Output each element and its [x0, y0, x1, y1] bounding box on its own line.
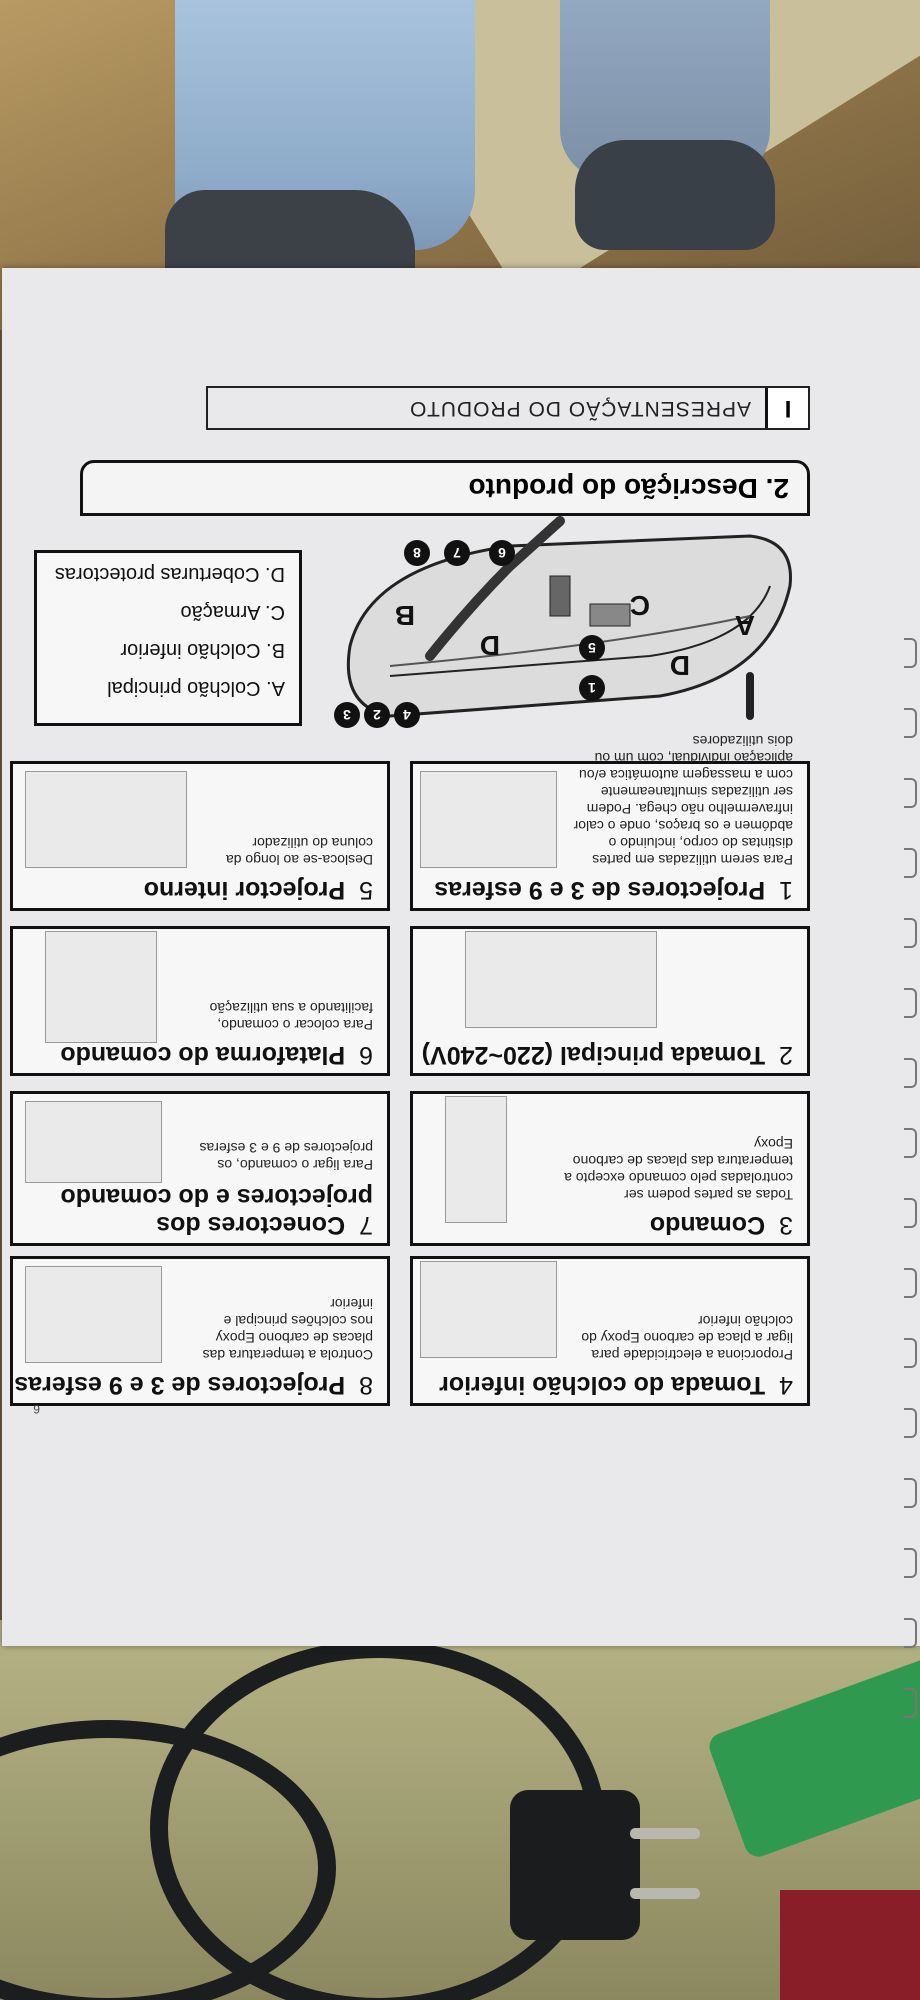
legend-item: C. Armação: [180, 601, 285, 623]
item-box-5: 5 Projector interno Desloca-se ao longo d…: [10, 761, 390, 911]
plug-pin: [630, 1828, 700, 1839]
item-number: 5: [359, 876, 373, 904]
callout-badge: 6: [489, 540, 515, 566]
power-plug: [510, 1790, 700, 1940]
callout-badge: 1: [579, 675, 605, 701]
callout-badge: 3: [334, 702, 360, 728]
item-title: Projector interno: [143, 876, 346, 904]
item-title: Projectores de 3 e 9 esferas: [434, 876, 766, 904]
item-number: 3: [779, 1211, 793, 1239]
item-box-1: 1 Projectores de 3 e 9 esferas Para serem…: [410, 733, 810, 911]
diagram-letter: D: [669, 650, 690, 681]
item-title: Plataforma do comando: [60, 1041, 346, 1069]
item-description: Para colocar o comando, facilitando a su…: [209, 1000, 373, 1033]
red-object: [780, 1890, 920, 2000]
page-number: 6: [33, 1402, 40, 1416]
projector-illustration: [420, 771, 557, 868]
item-description: Controla a temperatura das placas de car…: [202, 1296, 373, 1363]
item-title: Tomada principal (220~240V): [421, 1041, 766, 1069]
item-title: Projectores de 3 e 9 esferas: [14, 1371, 346, 1399]
chapter-title: APRESENTAÇÃO DO PRODUTO: [409, 397, 751, 420]
callout-badge: 2: [364, 702, 390, 728]
item-title: Comando: [649, 1211, 766, 1239]
manual-content-upside-down: I APRESENTAÇÃO DO PRODUTO 2. Descrição d…: [2, 268, 920, 1646]
holder-illustration: [45, 931, 157, 1043]
remote-control-illustration: [445, 1096, 507, 1223]
item-box-2: 2 Tomada principal (220~240V): [410, 926, 810, 1076]
item-box-7: 7Conectores dos projectores e do comando…: [10, 1091, 390, 1246]
callout-badge: 8: [404, 540, 430, 566]
chapter-header: I APRESENTAÇÃO DO PRODUTO: [206, 386, 810, 430]
item-number: 2: [779, 1041, 793, 1069]
temperature-control-illustration: [25, 1266, 162, 1363]
diagram-letter: B: [394, 600, 415, 631]
plug-pin: [630, 1888, 700, 1899]
diagram-letter: A: [734, 610, 755, 641]
manual-page: I APRESENTAÇÃO DO PRODUTO 2. Descrição d…: [2, 268, 920, 1718]
diagram-letter: D: [479, 630, 500, 661]
roller-illustration: [25, 771, 187, 868]
callout-badge: 5: [579, 635, 605, 661]
diagram-letter: C: [629, 590, 650, 621]
item-number: 4: [779, 1371, 793, 1399]
legend-item: D. Coberturas protectoras: [54, 563, 285, 585]
item-number: 8: [359, 1371, 373, 1399]
section-title: 2. Descrição do produto: [80, 460, 810, 516]
item-box-8: 8 Projectores de 3 e 9 esferas Controla a…: [10, 1256, 390, 1406]
callout-badge: 7: [444, 540, 470, 566]
shoe: [575, 140, 775, 250]
item-description: Para serem utilizadas em partes distinta…: [573, 733, 793, 868]
item-description: Todas as partes podem ser controladas pe…: [564, 1136, 793, 1203]
item-box-4: 4 Tomada do colchão inferior Proporciona …: [410, 1256, 810, 1406]
item-description: Para ligar o comando, os projectores de …: [199, 1140, 373, 1173]
item-title: Conectores dos projectores e do comando: [60, 1183, 373, 1239]
connector-illustration: [25, 1101, 162, 1183]
item-description: Desloca-se ao longo da coluna do utiliza…: [225, 835, 373, 868]
item-number: 7: [359, 1211, 373, 1239]
product-diagram: A B C D D 1 2 3 4 5 6 7 8: [330, 516, 810, 736]
socket-illustration: [465, 931, 657, 1028]
item-box-6: 6 Plataforma do comando Para colocar o co…: [10, 926, 390, 1076]
item-number: 1: [779, 876, 793, 904]
parts-legend: A. Colchão principal B. Colchão inferior…: [34, 550, 302, 726]
massage-bed-illustration: [346, 516, 792, 720]
socket-illustration: [420, 1261, 557, 1358]
item-title: Tomada do colchão inferior: [439, 1371, 766, 1399]
legend-item: B. Colchão inferior: [120, 639, 285, 661]
callout-badge: 4: [394, 702, 420, 728]
legend-item: A. Colchão principal: [107, 677, 285, 699]
item-number: 6: [359, 1041, 373, 1069]
item-description: Proporciona a electricidade para ligar a…: [581, 1313, 793, 1363]
chapter-number: I: [765, 388, 808, 428]
item-box-3: 3 Comando Todas as partes podem ser contr…: [410, 1091, 810, 1246]
spiral-binding: [904, 638, 917, 1758]
